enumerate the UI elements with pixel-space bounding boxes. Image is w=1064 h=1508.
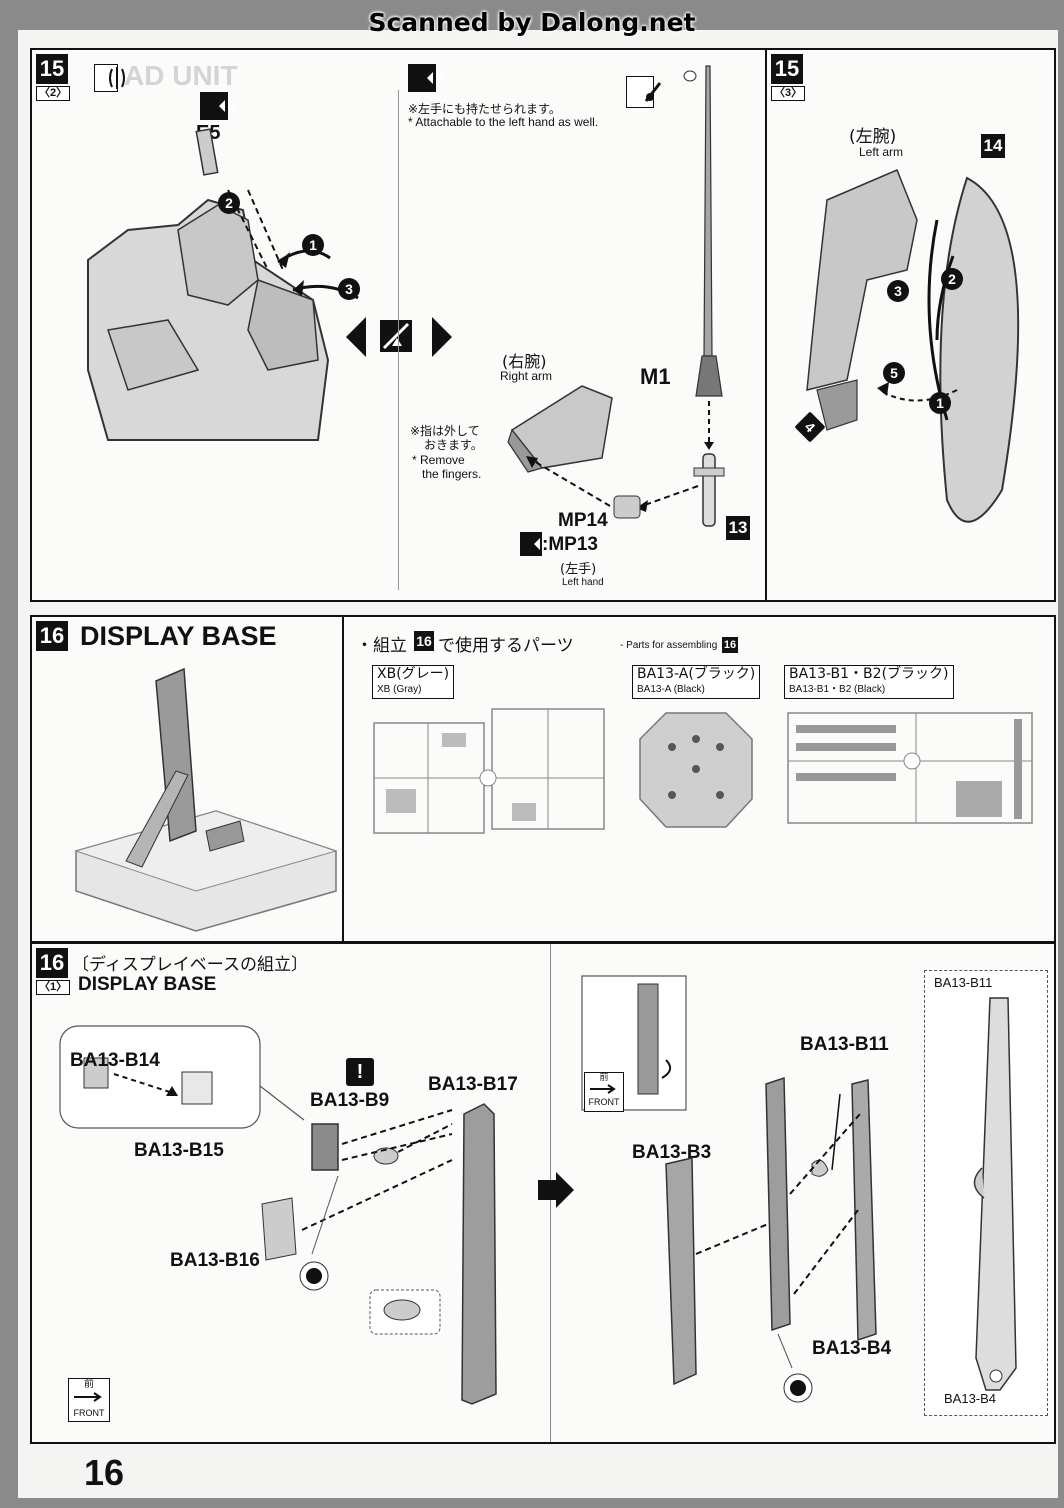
ref-step-13: 13: [726, 516, 750, 540]
parts-heading-jp: ・組立: [356, 636, 407, 656]
part-label-b17: BA13-B17: [428, 1074, 518, 1095]
part-label-b16: BA13-B16: [170, 1250, 260, 1271]
runner-label-xb: XB(グレー) XB (Gray): [372, 665, 455, 699]
saber-icon: [626, 76, 662, 108]
stand-arm-detail-illustration: [973, 997, 1017, 1391]
section-title: DISPLAY BASE: [80, 621, 277, 651]
right-arm-en: Right arm: [500, 369, 553, 383]
runner-en: BA13-A (Black): [637, 684, 705, 695]
step15-2-panel: AD UNIT 15 〈2〉 E5 2 1 3 ※左手にも持たせられます。 *: [30, 48, 767, 602]
front-indicator-2: 前 FRONT: [584, 1072, 624, 1112]
column-divider: [398, 90, 399, 590]
stand-assembly-right-illustration: [665, 1076, 877, 1403]
runner-xb-illustration: [373, 708, 605, 834]
runner-jp: BA13-A(ブラック): [637, 666, 756, 682]
gundam-head-illustration: [87, 128, 359, 441]
runner-label-ba13a: BA13-A(ブラック) BA13-A (Black): [632, 665, 761, 699]
page-number: 16: [84, 1452, 125, 1493]
substep-label: 〈3〉: [771, 86, 806, 101]
step-number: 15: [36, 54, 68, 84]
step-circle-1: 1: [302, 234, 324, 256]
right-arm-jp: (右腕): [502, 352, 547, 371]
next-step-arrow: [538, 1172, 574, 1208]
step-circle-2: 2: [218, 192, 240, 214]
left-arm-shield-illustration: [806, 169, 1020, 523]
assembly-dashed-arrows: [526, 456, 699, 519]
note-en: * Attachable to the left hand as well.: [408, 115, 599, 129]
runner-jp: BA13-B1・B2(ブラック): [789, 666, 949, 682]
front-jp: 前: [599, 1073, 609, 1083]
inset-label-b11: BA13-B11: [934, 975, 993, 990]
subtitle-jp: 〔ディスプレイベースの組立〕: [72, 955, 308, 975]
beam-saber-illustration: [683, 65, 725, 527]
inset-bubble: [59, 1025, 305, 1129]
step-circle-3: 3: [338, 278, 360, 300]
runner-en: XB (Gray): [377, 684, 422, 695]
subtitle-en: DISPLAY BASE: [78, 974, 217, 995]
front-en: FRONT: [588, 1097, 620, 1107]
caution-icon: !: [346, 1058, 374, 1086]
step15-3-panel: 15 〈3〉 (左腕) Left arm 14 2 3 5 1 4: [765, 48, 1056, 602]
part-label-b14: BA13-B14: [70, 1050, 160, 1071]
step-number: 16: [36, 948, 68, 978]
runner-label-ba13b: BA13-B1・B2(ブラック) BA13-B1・B2 (Black): [784, 665, 954, 699]
note-jp: ※左手にも持たせられます。: [408, 102, 561, 116]
left-arm-en: Left arm: [859, 145, 904, 159]
part-label-b9: BA13-B9: [310, 1090, 390, 1111]
separate-parts-icon-2: [408, 64, 443, 92]
parts-heading-jp2: で使用するパーツ: [438, 636, 574, 656]
separate-parts-icon: [200, 92, 235, 120]
remove-fingers-en2: the fingers.: [422, 467, 482, 481]
parts-heading-num: 16: [414, 631, 434, 651]
step-number: 16: [36, 621, 68, 651]
step-circle-3: 3: [887, 280, 909, 302]
front-indicator: 前 FRONT: [68, 1378, 110, 1422]
step16-1-panel: 16 〈1〉 〔ディスプレイベースの組立〕 DISPLAY BASE BA13-…: [30, 942, 1056, 1444]
part-label-b11: BA13-B11: [800, 1034, 889, 1055]
hand-icon: [94, 64, 125, 92]
front-jp: 前: [84, 1379, 94, 1390]
ghost-heading: AD UNIT: [124, 60, 238, 91]
part-label-b4: BA13-B4: [812, 1338, 892, 1359]
substep-label: 〈1〉: [36, 980, 71, 995]
ref-step-14: 14: [981, 134, 1005, 158]
part-label-mp13: :MP13: [542, 534, 598, 555]
column-divider: [342, 617, 344, 941]
inset-label-b4: BA13-B4: [944, 1391, 997, 1406]
mirror-icon: [520, 532, 548, 556]
part-label-m1: M1: [640, 364, 671, 389]
step-circle-1: 1: [929, 392, 951, 414]
left-arm-jp: (左腕): [849, 127, 897, 147]
part-label-b15: BA13-B15: [134, 1140, 224, 1161]
left-hand-en: Left hand: [562, 577, 604, 588]
stand-assembly-left-illustration: [261, 1103, 497, 1405]
substep-label: 〈2〉: [36, 86, 71, 101]
step-circle-2: 2: [941, 268, 963, 290]
parts-heading-en: - Parts for assembling: [620, 640, 718, 651]
runner-ba13b-illustration: [787, 712, 1033, 824]
remove-fingers-en1: * Remove: [412, 453, 465, 467]
parts-heading-en-num: 16: [722, 637, 738, 653]
remove-fingers-jp1: ※指は外して: [410, 424, 480, 438]
left-hand-jp: (左手): [560, 562, 597, 577]
remove-fingers-jp2: おきます。: [424, 438, 483, 452]
switch-arrows: [346, 317, 452, 357]
runner-jp: XB(グレー): [377, 666, 450, 682]
display-base-illustration: [74, 667, 338, 932]
step16-panel: 16 DISPLAY BASE ・組立 16 で使用するパーツ - Parts …: [30, 615, 1056, 943]
runner-en: BA13-B1・B2 (Black): [789, 684, 886, 695]
part-label-mp14: MP14: [558, 510, 608, 531]
front-en: FRONT: [73, 1408, 105, 1418]
watermark-banner: Scanned by Dalong.net: [368, 8, 696, 37]
step-number: 15: [771, 54, 803, 84]
step-circle-5: 5: [883, 362, 905, 384]
runner-ba13a-illustration: [639, 712, 753, 828]
